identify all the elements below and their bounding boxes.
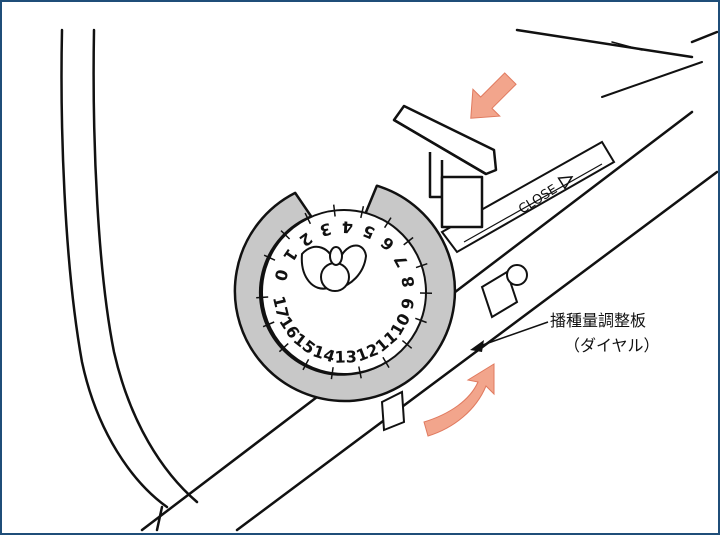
- callout-label: 播種量調整板: [550, 307, 646, 331]
- push-arrow-icon: [457, 65, 523, 131]
- rotate-arrow-icon: [424, 364, 494, 436]
- dial-tick: [256, 297, 268, 298]
- dial-plate: [226, 180, 464, 410]
- callout-sublabel: （ダイヤル）: [564, 332, 660, 356]
- dial-number: 13: [334, 347, 357, 367]
- dial-number: 4: [341, 217, 353, 237]
